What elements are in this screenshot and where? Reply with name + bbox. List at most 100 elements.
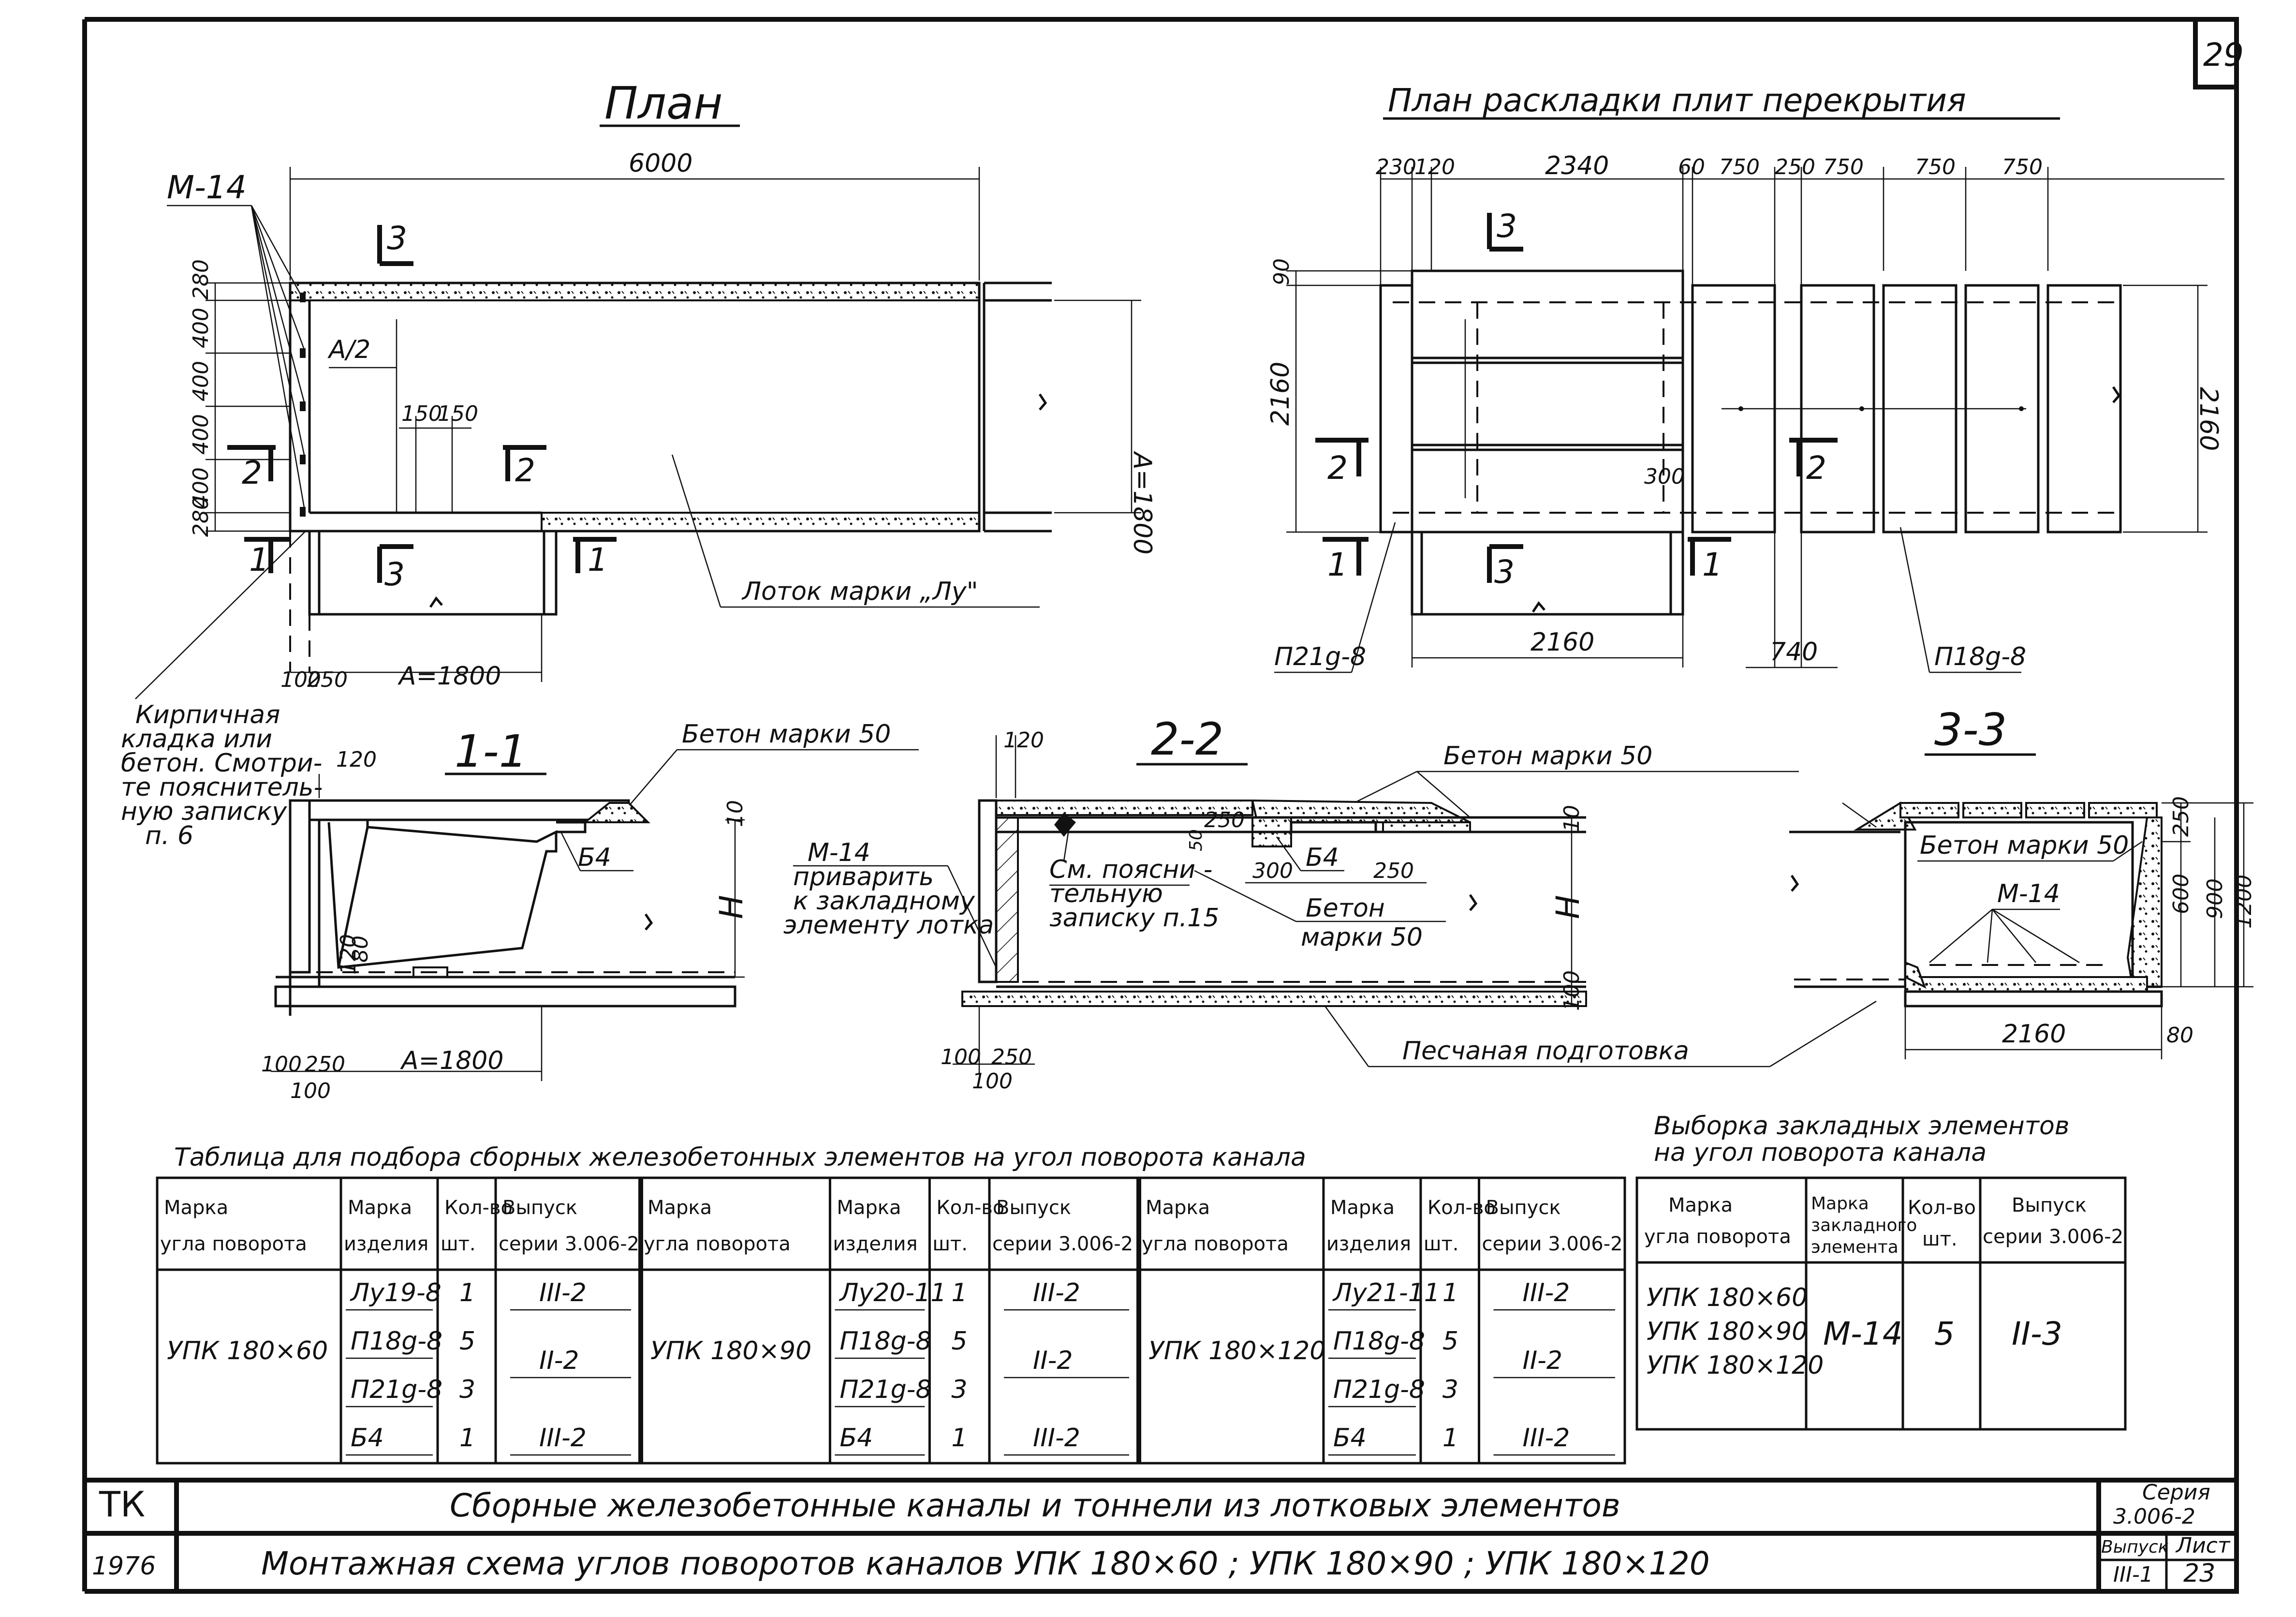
t1-header-2-0-b: угла поворота — [1142, 1233, 1289, 1255]
t1-header-2-1-b: изделия — [1326, 1233, 1411, 1255]
t1-qty-2-2: 3 — [1442, 1375, 1458, 1404]
plan-view: План 6000 280 400 40 — [167, 77, 1157, 692]
section-2-2: 2-2 Бетон марки 50 120 250 50 300 250 Б4 — [783, 713, 1877, 1094]
slab-label-p18: П18g-8 — [1934, 642, 2026, 671]
tb-year: 1976 — [92, 1552, 156, 1581]
t1-header-0-2-b: шт. — [441, 1233, 476, 1255]
t1-mark-0-3: Б4 — [351, 1424, 384, 1453]
t1-header-0-1-a: Марка — [348, 1197, 412, 1219]
s22-dim-b250: 250 — [991, 1045, 1032, 1069]
brick-note-text: Кирпичная кладка или бетон. Смотри- те п… — [121, 700, 331, 850]
t1-header-2-0-a: Марка — [1146, 1197, 1210, 1219]
table2-title-1: Выборка закладных элементов — [1654, 1112, 2070, 1141]
t1-issue-2-0: III-2 — [1523, 1278, 1570, 1307]
t1-mark-2-2: П21g-8 — [1333, 1375, 1425, 1404]
t1-header-1-3-a: Выпуск — [996, 1197, 1071, 1219]
t1-header-2-1-a: Марка — [1330, 1197, 1395, 1219]
plan-cut-2-right: 2 — [515, 452, 535, 489]
tb-series-label: Серия — [2142, 1480, 2210, 1505]
s11-dim-100: 100 — [261, 1052, 302, 1077]
t1-qty-0-3: 1 — [459, 1424, 475, 1453]
t1-issue-0-3: III-2 — [539, 1424, 587, 1453]
section-2-2-title: 2-2 — [1151, 713, 1223, 765]
s11-concrete-label: Бетон марки 50 — [682, 720, 891, 749]
t1-qty-1-3: 1 — [951, 1424, 967, 1453]
section-1-1-title: 1-1 — [455, 726, 527, 777]
t1-corner-1: УПК 180×90 — [650, 1336, 811, 1365]
t1-header-1-1-b: изделия — [833, 1233, 917, 1255]
plan-m14-label: М-14 — [167, 169, 247, 206]
section-3-3-title: 3-3 — [1934, 704, 2007, 756]
t2-corner-1: УПК 180×60 — [1647, 1283, 1808, 1312]
s22-dim-250: 250 — [1204, 808, 1245, 832]
plan-cut-3-bottom: 3 — [384, 556, 405, 593]
t1-header-0-3-a: Выпуск — [502, 1197, 577, 1219]
t1-corner-2: УПК 180×120 — [1148, 1336, 1325, 1365]
plan-dim-250: 250 — [307, 668, 348, 692]
t1-corner-0: УПК 180×60 — [167, 1336, 328, 1365]
table1-title: Таблица для подбора сборных железобетонн… — [174, 1143, 1306, 1172]
slab-cut-3-bottom: 3 — [1494, 553, 1515, 591]
slab-cut-2-left: 2 — [1327, 449, 1348, 487]
embedded-elements-table: Выборка закладных элементов на угол пово… — [1635, 1112, 2127, 1431]
slab-dim-2160-bottom: 2160 — [1531, 628, 1594, 657]
plan-dim-280-top: 280 — [189, 259, 213, 300]
plan-dim-a-right: А=1800 — [1128, 451, 1157, 554]
t1-mark-1-0: Лу20-11 — [839, 1278, 946, 1307]
title-block: ТК 1976 Сборные железобетонные каналы и … — [85, 1478, 2237, 1591]
slab-dim-2160-right: 2160 — [2194, 387, 2223, 451]
t2-h-qty-2: шт. — [1922, 1228, 1957, 1250]
s22-dim-50: 50 — [1186, 829, 1206, 851]
s22-sand-label: Песчаная подготовка — [1402, 1037, 1689, 1066]
s22-see-note: См. поясни - тельную записку п.15 — [1049, 855, 1221, 933]
t1-mark-2-0: Лу21-11 — [1332, 1278, 1440, 1307]
slab-cut-2-right: 2 — [1806, 449, 1826, 487]
t2-h-elem-3: элемента — [1811, 1237, 1899, 1257]
t1-header-0-0-a: Марка — [164, 1197, 228, 1219]
slab-dim-750-3: 750 — [1915, 155, 1956, 179]
s33-dim-2160: 2160 — [2002, 1020, 2066, 1049]
plan-cut-1-left: 1 — [249, 541, 269, 579]
plan-label-a2: А/2 — [327, 335, 370, 364]
tb-line1: Сборные железобетонные каналы и тоннели … — [450, 1487, 1620, 1524]
s22-dim-100: 100 — [1560, 970, 1584, 1011]
t1-qty-0-1: 5 — [459, 1327, 475, 1356]
plan-dim-6000: 6000 — [629, 149, 692, 178]
t1-mark-2-3: Б4 — [1333, 1424, 1367, 1453]
sheet-frame: 29 — [82, 17, 2244, 1594]
s22-b4-label: Б4 — [1306, 843, 1339, 872]
t1-header-0-0-b: угла поворота — [160, 1233, 307, 1255]
t2-h-corner-1: Марка — [1668, 1194, 1733, 1216]
table2-title-2: на угол поворота канала — [1654, 1138, 1987, 1167]
tb-line2: Монтажная схема углов поворотов каналов … — [261, 1545, 1710, 1582]
t1-header-0-2-a: Кол-во — [444, 1197, 513, 1219]
brick-note: Кирпичная кладка или бетон. Смотри- те п… — [121, 532, 331, 850]
plan-dim-280-bottom: 280 — [189, 496, 213, 537]
t2-qty: 5 — [1934, 1315, 1955, 1352]
plan-cut-markers: 3 3 2 2 1 1 — [227, 220, 617, 593]
s22-concrete-short: Бетон — [1306, 894, 1385, 923]
plan-dim-400-4: 400 — [189, 467, 213, 508]
t1-header-0-1-b: изделия — [344, 1233, 428, 1255]
slab-plan-view: План раскладки плит перекрытия 230 120 2… — [1266, 82, 2224, 673]
slab-cut-3-top: 3 — [1497, 208, 1517, 245]
tb-sheet-label: Лист — [2175, 1533, 2231, 1558]
t2-h-elem: Марка — [1811, 1194, 1869, 1214]
m14-markers: М-14 — [167, 169, 306, 517]
s33-m14-label: М-14 — [1997, 879, 2060, 908]
t1-header-1-2-b: шт. — [932, 1233, 968, 1255]
plan-dim-400-3: 400 — [189, 414, 213, 455]
t1-mark-2-1: П18g-8 — [1333, 1327, 1425, 1356]
tb-code: ТК — [99, 1484, 145, 1525]
t1-issue-2-3: III-2 — [1523, 1424, 1570, 1453]
s22-mark-50: марки 50 — [1301, 923, 1423, 952]
t1-issue-1-0: III-2 — [1033, 1278, 1080, 1307]
slab-dim-250: 250 — [1775, 155, 1815, 179]
t1-mark-0-2: П21g-8 — [351, 1375, 442, 1404]
s33-dim-900: 900 — [2203, 878, 2227, 919]
slab-dim-750-2: 750 — [1823, 155, 1864, 179]
plan-dim-100: 100 — [280, 668, 321, 692]
s11-dim-h: Н — [713, 895, 750, 919]
t2-corner-3: УПК 180×120 — [1647, 1351, 1824, 1380]
s11-dim-120b: 120 — [336, 934, 361, 975]
